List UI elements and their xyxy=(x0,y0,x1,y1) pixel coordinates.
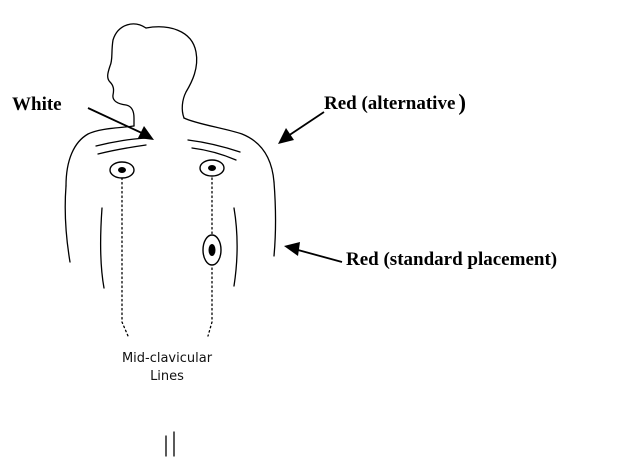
red-standard-label-text: Red (standard placement) xyxy=(346,249,557,270)
mid-clavicular-caption: Mid-clavicular Lines xyxy=(102,350,232,386)
right-clavicle-lower xyxy=(192,148,236,160)
head-outline xyxy=(108,24,146,126)
right-chest-electrode xyxy=(200,160,224,176)
right-neck-shoulder-outline xyxy=(184,118,274,182)
right-torso-side xyxy=(234,208,237,286)
arrow-white xyxy=(88,108,154,140)
lower-chest-electrode xyxy=(203,235,221,265)
white-electrode-label: White xyxy=(12,95,62,114)
left-mid-clavicular-line xyxy=(122,178,128,336)
caption-line-2: Lines xyxy=(102,368,232,386)
left-chest-electrode xyxy=(110,162,134,178)
white-label-text: White xyxy=(12,94,62,115)
arrow-red-alternative xyxy=(278,112,324,144)
caption-line-1: Mid-clavicular xyxy=(102,350,232,368)
left-torso-side xyxy=(101,208,104,288)
right-arm-outline xyxy=(274,182,276,256)
left-clavicle xyxy=(96,138,150,146)
red-alternative-label-text: Red (alternative xyxy=(324,93,455,114)
right-clavicle xyxy=(188,140,240,152)
red-alternative-label: Red (alternative) xyxy=(324,90,466,113)
arrow-red-standard xyxy=(284,242,342,262)
left-clavicle-lower xyxy=(98,145,146,154)
red-alternative-label-paren: ) xyxy=(458,90,466,115)
red-standard-label: Red (standard placement) xyxy=(346,250,557,269)
head-back-outline xyxy=(146,27,197,118)
left-arm-outline xyxy=(65,186,70,262)
